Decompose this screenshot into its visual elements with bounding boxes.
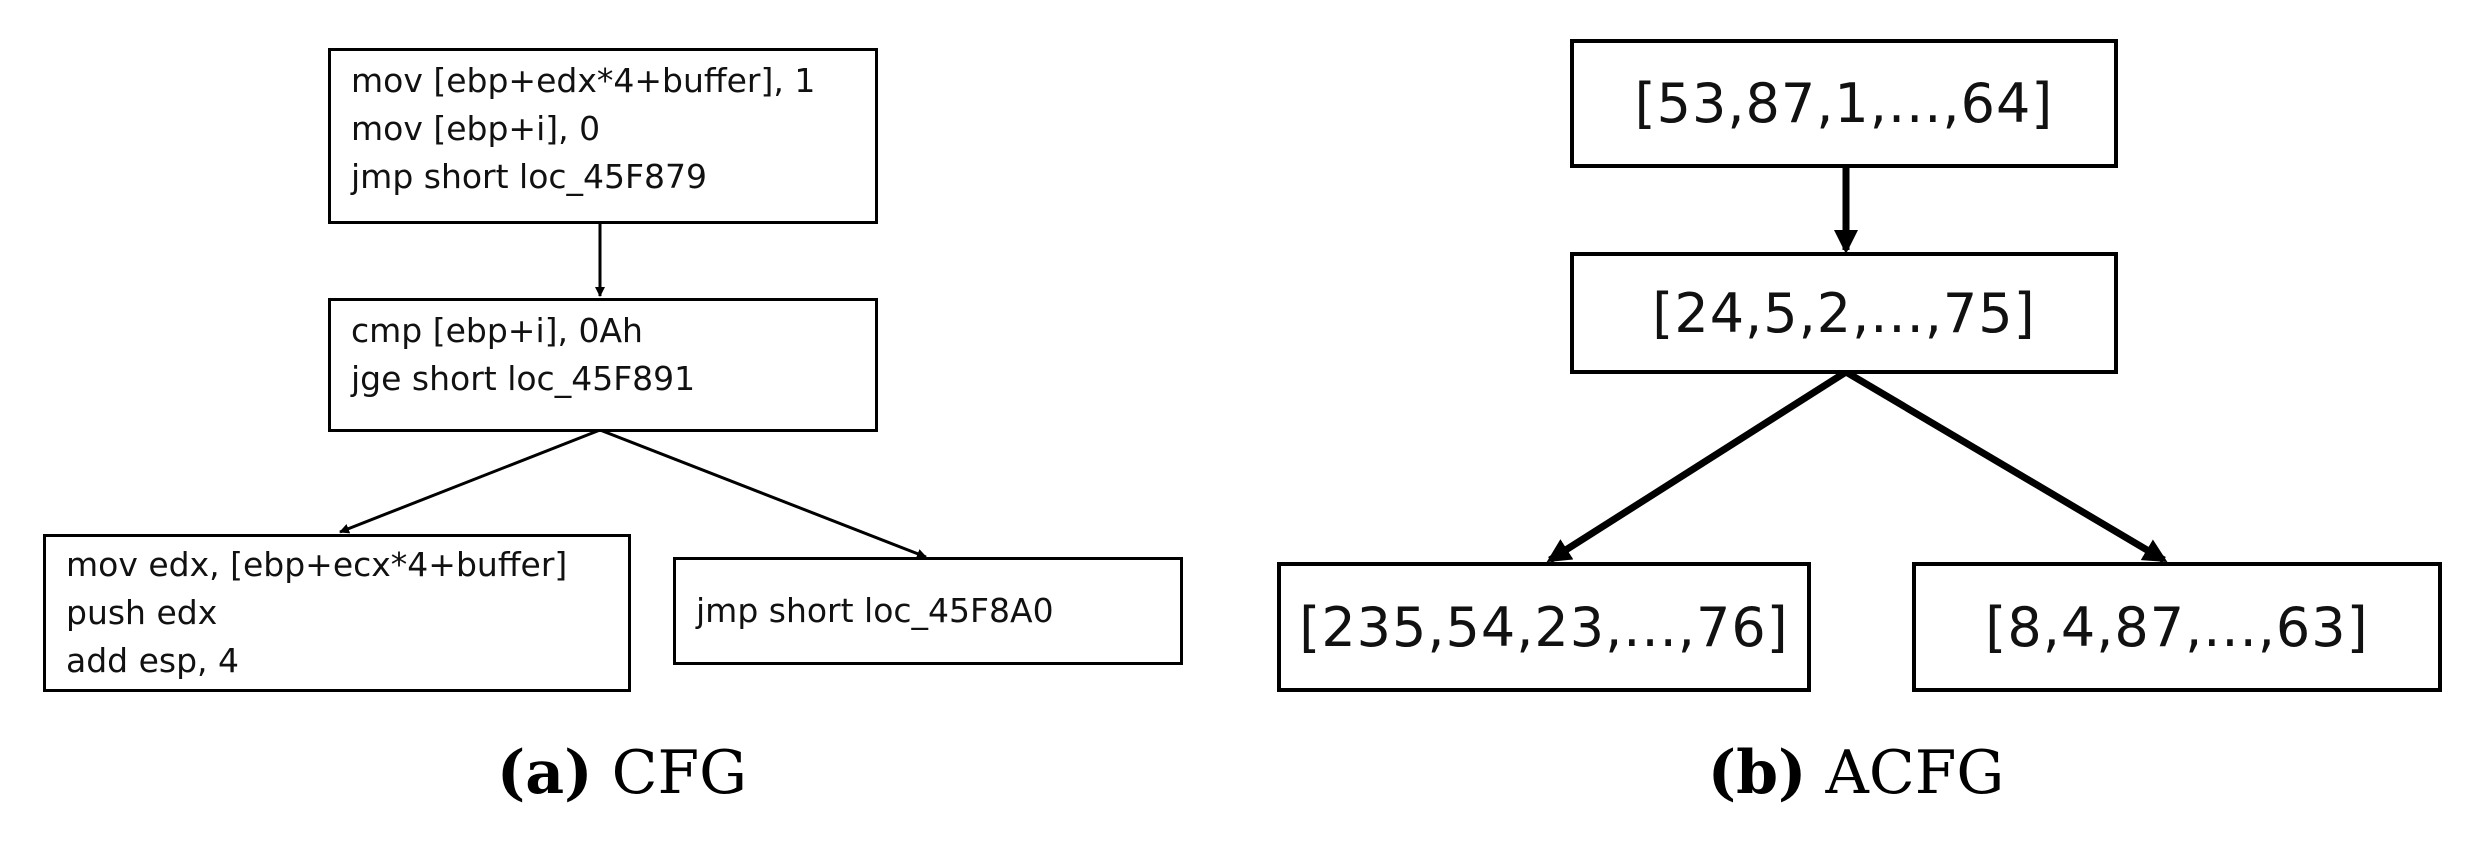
cfg-block-1-line-3: jmp short loc_45F879: [351, 157, 708, 196]
acfg-node-3: [235,54,23,...,76]: [1277, 562, 1811, 692]
acfg-node-2: [24,5,2,...,75]: [1570, 252, 2118, 374]
caption-cfg-text: CFG: [611, 738, 748, 808]
cfg-block-2: cmp [ebp+i], 0Ah jge short loc_45F891: [328, 298, 878, 432]
cfg-block-3-line-2: push edx: [66, 593, 218, 632]
cfg-block-1-line-2: mov [ebp+i], 0: [351, 109, 601, 148]
caption-acfg-text: ACFG: [1825, 738, 2005, 808]
cfg-block-4: jmp short loc_45F8A0: [673, 557, 1183, 665]
cfg-block-2-line-1: cmp [ebp+i], 0Ah: [351, 311, 643, 350]
acfg-node-4: [8,4,87,...,63]: [1912, 562, 2442, 692]
caption-acfg-label: (b): [1707, 738, 1807, 808]
caption-cfg-label: (a): [496, 738, 593, 808]
cfg-edge-2-3: [339, 428, 601, 534]
cfg-block-3-line-1: mov edx, [ebp+ecx*4+buffer]: [66, 545, 568, 584]
cfg-block-3: mov edx, [ebp+ecx*4+buffer] push edx add…: [43, 534, 631, 692]
cfg-block-2-line-2: jge short loc_45F891: [351, 359, 696, 398]
acfg-node-1: [53,87,1,...,64]: [1570, 39, 2118, 168]
cfg-block-4-line-1: jmp short loc_45F8A0: [696, 591, 1054, 630]
acfg-edge-2-3: [1546, 369, 1848, 563]
caption-cfg: (a) CFG: [497, 738, 747, 808]
acfg-edge-2-4: [1844, 368, 2168, 564]
caption-acfg: (b) ACFG: [1708, 738, 2005, 808]
cfg-edge-2-4: [599, 428, 927, 559]
cfg-block-1: mov [ebp+edx*4+buffer], 1 mov [ebp+i], 0…: [328, 48, 878, 224]
cfg-block-1-line-1: mov [ebp+edx*4+buffer], 1: [351, 61, 816, 100]
cfg-block-3-line-3: add esp, 4: [66, 641, 240, 680]
